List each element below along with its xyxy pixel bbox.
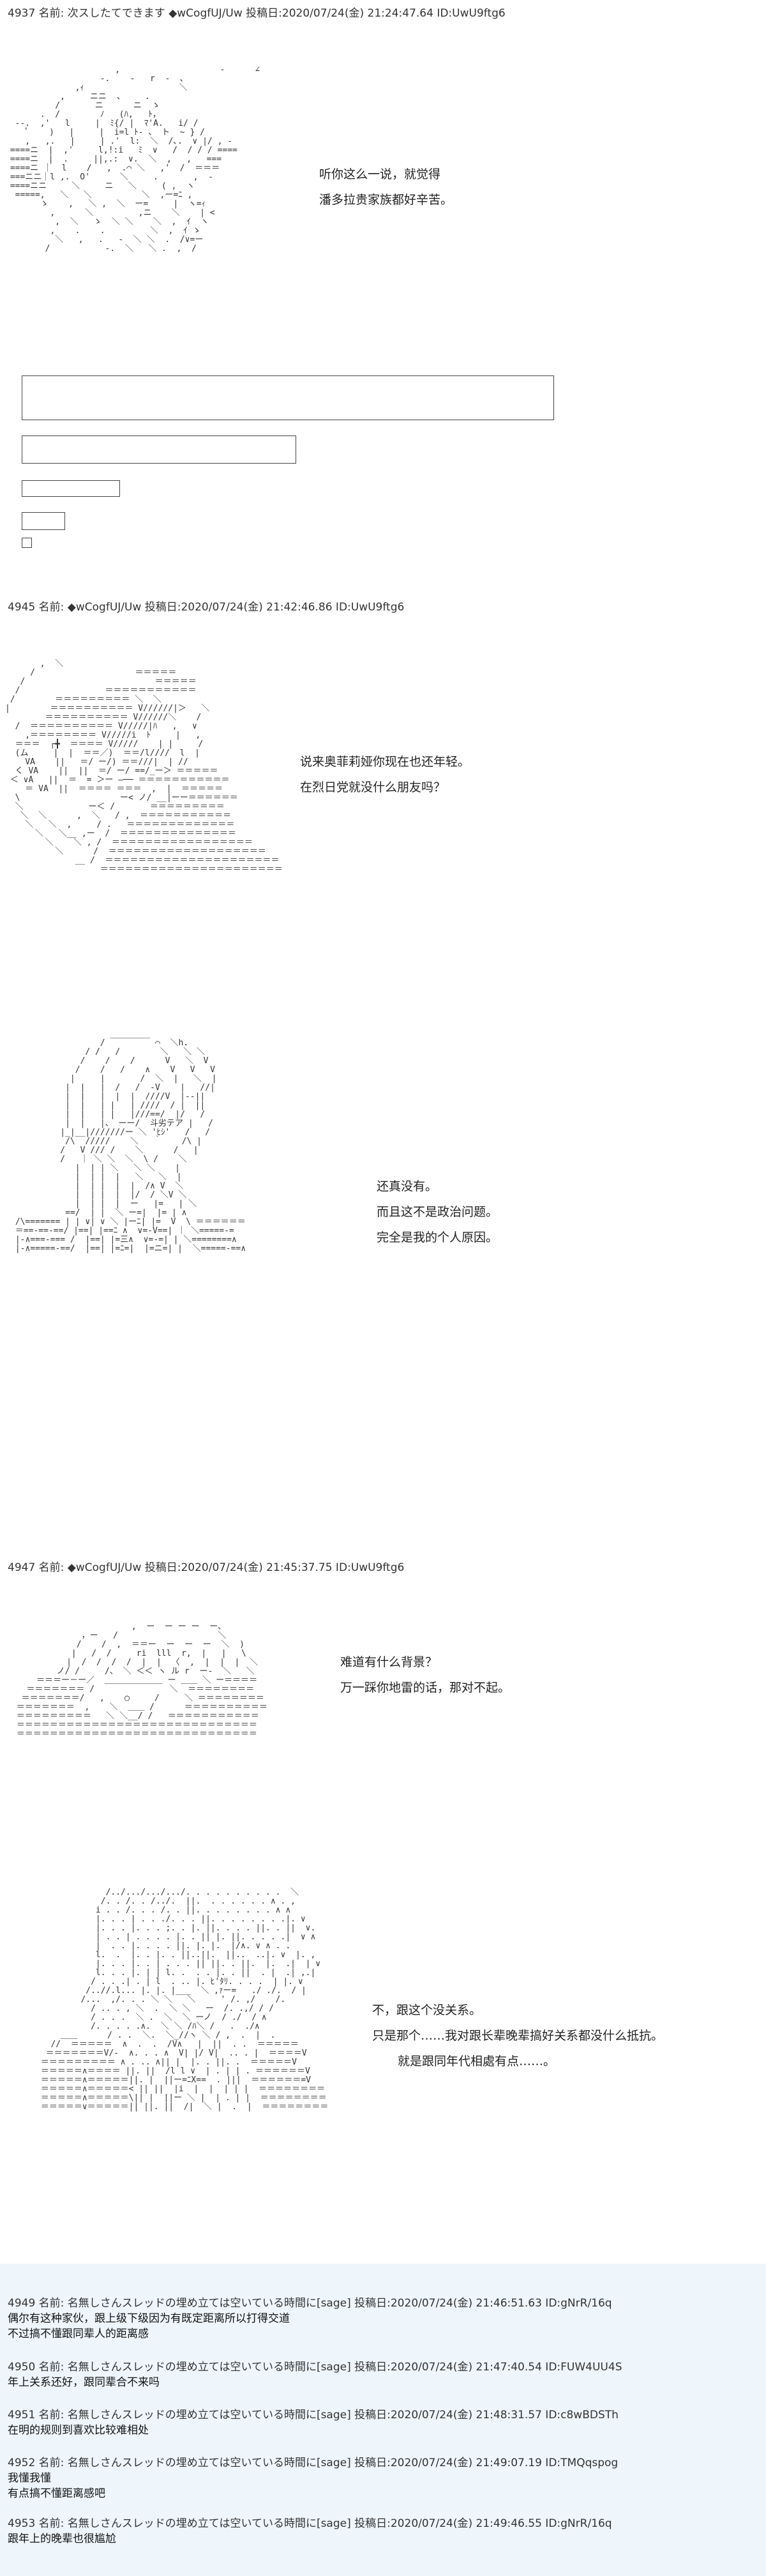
reply-meta: 4952 名前: 名無しさんスレッドの埋め立ては空いている時間に[sage] 投… (8, 2457, 619, 2469)
reply-4950: 4950 名前: 名無しさんスレッドの埋め立ては空いている時間に[sage] 投… (8, 2360, 622, 2390)
dialog-line: 听你这么一说，就觉得 (319, 167, 441, 181)
reply-line: 年上关系还好，跟同辈合不来吗 (8, 2376, 160, 2389)
post-header-4937: 4937 名前: 次スしたてできます ◆wCogfUJ/Uw 投稿日:2020/… (8, 7, 506, 20)
dialog-post-4945-b: 还真没有。 而且这不是政治问题。 完全是我的个人原因。 (377, 1174, 498, 1250)
decoration-box-3 (22, 480, 120, 497)
dialog-line: 难道有什么背景？ (340, 1655, 438, 1669)
post-header-4945: 4945 名前: ◆wCogfUJ/Uw 投稿日:2020/07/24(金) 2… (8, 601, 405, 614)
decoration-box-1 (22, 375, 554, 420)
dialog-line: 不，跟这个没关系。 (372, 2003, 482, 2017)
reply-4952: 4952 名前: 名無しさんスレッドの埋め立ては空いている時間に[sage] 投… (8, 2455, 618, 2501)
reply-meta: 4951 名前: 名無しさんスレッドの埋め立ては空いている時間に[sage] 投… (8, 2409, 619, 2421)
dialog-post-4947-a: 难道有什么背景？ 万一踩你地雷的话，那对不起。 (340, 1649, 510, 1701)
dialog-line: 还真没有。 (377, 1179, 438, 1193)
dialog-post-4947-b: 不，跟这个没关系。 只是那个……我对跟长辈晚辈搞好关系都没什么抵抗。 就是跟同年… (372, 1997, 663, 2074)
reply-meta: 4949 名前: 名無しさんスレッドの埋め立ては空いている時間に[sage] 投… (8, 2297, 612, 2310)
reply-4951: 4951 名前: 名無しさんスレッドの埋め立ては空いている時間に[sage] 投… (8, 2407, 619, 2438)
dialog-line: 在烈日党就没什么朋友吗？ (300, 780, 446, 794)
ascii-art-character-3: ________ / ⌒ ＼h. / / / ＼ ＼ ＼ / / / V ＼ V… (15, 1029, 246, 1254)
reply-line: 跟年上的晚辈也很尴尬 (8, 2533, 116, 2545)
ascii-art-character-1: , - ∠ -. - r - ､ ,ｨ ＼ , ニニ 、 . / ニ ニ ゝ .… (10, 65, 260, 254)
decoration-box-2 (22, 436, 296, 464)
reply-4953: 4953 名前: 名無しさんスレッドの埋め立ては空いている時間に[sage] 投… (8, 2516, 612, 2547)
dialog-line: 完全是我的个人原因。 (377, 1231, 499, 1245)
reply-line: 不过搞不懂跟同辈人的距离感 (8, 2328, 149, 2340)
post-header-4947: 4947 名前: ◆wCogfUJ/Uw 投稿日:2020/07/24(金) 2… (8, 1561, 405, 1574)
reply-meta: 4950 名前: 名無しさんスレッドの埋め立ては空いている時間に[sage] 投… (8, 2361, 622, 2374)
dialog-line: 就是跟同年代相處有点……。 (398, 2054, 556, 2068)
reply-meta: 4953 名前: 名無しさんスレッドの埋め立ては空いている時間に[sage] 投… (8, 2517, 612, 2530)
ascii-art-character-5: /../.../.../.../. . . . . . . . . . ＼ /.… (40, 1888, 329, 2112)
reply-area (0, 2264, 766, 2576)
reply-line: 在明的规则到喜欢比较难相处 (8, 2424, 149, 2437)
reply-line: 有点搞不懂距离感吧 (8, 2487, 105, 2500)
dialog-post-4945-a: 说来奥菲莉娅你现在也还年轻。 在烈日党就没什么朋友吗？ (300, 749, 470, 800)
dialog-line: 而且这不是政治问题。 (377, 1205, 499, 1219)
reply-line: 我懂我懂 (8, 2472, 51, 2485)
ascii-art-character-2: , ＼ / ＝＝＝＝＝ / ＝＝＝＝＝ / ＝＝＝＝＝＝＝＝＝＝＝ / ＝＝＝＝… (5, 659, 283, 874)
dialog-post-4937: 听你这么一说，就觉得 潘多拉贵家族都好辛苦。 (319, 162, 453, 213)
reply-4949: 4949 名前: 名無しさんスレッドの埋め立ては空いている時間に[sage] 投… (8, 2296, 612, 2342)
ascii-art-character-4: , ー ー ー ー ー、 ，ー / ＼ / / , ＝＝ー ー ー ー ＼ ) … (16, 1622, 267, 1739)
dialog-line: 只是那个……我对跟长辈晚辈搞好关系都没什么抵抗。 (372, 2029, 664, 2043)
dialog-line: 潘多拉贵家族都好辛苦。 (319, 193, 453, 207)
decoration-box-5 (22, 538, 32, 548)
dialog-line: 万一踩你地雷的话，那对不起。 (340, 1681, 511, 1695)
dialog-line: 说来奥菲莉娅你现在也还年轻。 (300, 755, 470, 769)
reply-line: 偶尔有这种家伙，跟上级下级因为有既定距离所以打得交道 (8, 2312, 290, 2325)
decoration-box-4 (22, 512, 65, 530)
